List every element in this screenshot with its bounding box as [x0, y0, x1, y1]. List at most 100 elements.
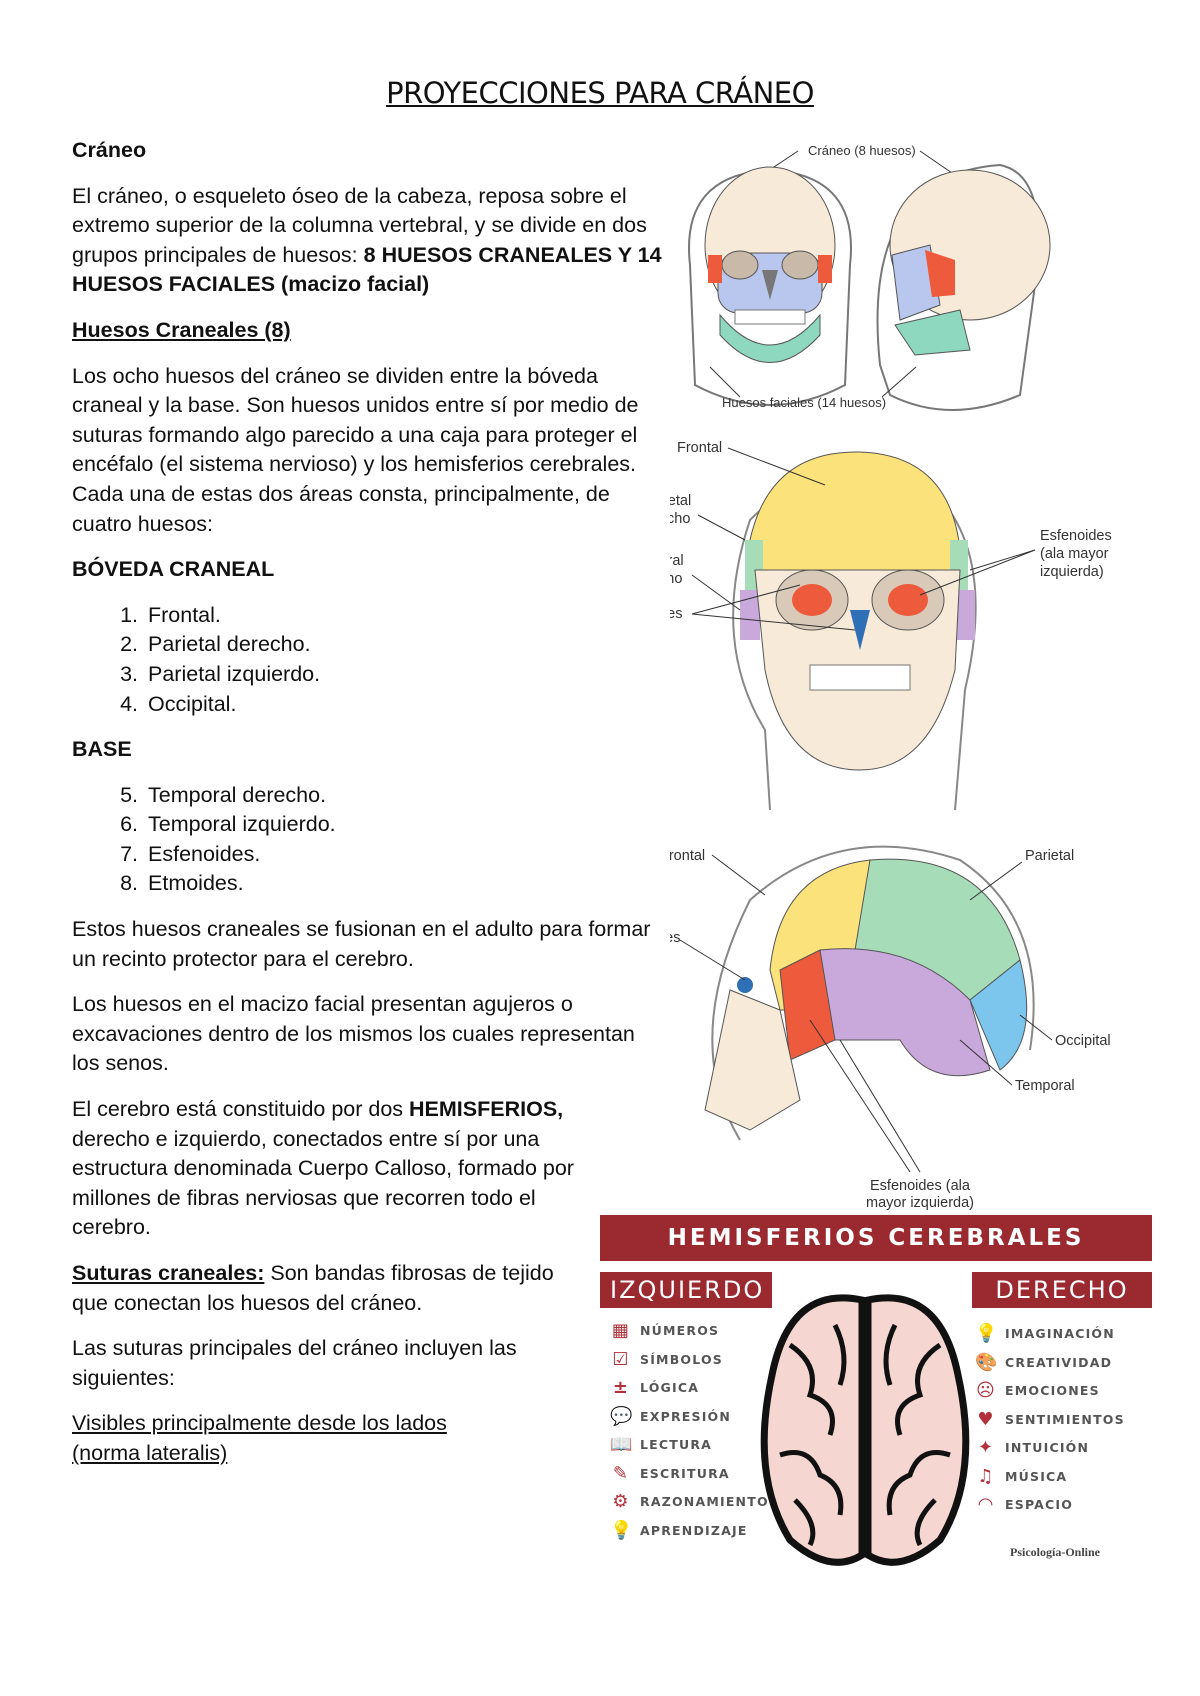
sad-face-icon: ☹ [976, 1380, 996, 1401]
rainbow-icon: ◠ [978, 1494, 994, 1515]
list-item: Occipital. [144, 690, 662, 720]
hemisphere-item: 🎨 CREATIVIDAD [975, 1352, 1112, 1373]
leader-line [881, 366, 917, 398]
hemisphere-item-label: RAZONAMIENTO [640, 1494, 769, 1509]
leader-line [839, 1039, 921, 1173]
heading-boveda: BÓVEDA CRANEAL [72, 557, 275, 582]
paragraph-fusion: Estos huesos craneales se fusionan en el… [72, 917, 651, 971]
book-icon: 📖 [610, 1434, 634, 1455]
hemisphere-item: ± LÓGICA [610, 1377, 699, 1398]
leader-line [1019, 1014, 1053, 1041]
figure-skull-lateral-labeled: Frontal Parietal Etmoides Occipital Temp… [670, 845, 1111, 1210]
leader-line [969, 549, 1036, 571]
hemisphere-item-label: LECTURA [640, 1437, 713, 1452]
checkbox-icon: ☑ [612, 1348, 630, 1370]
label-derecho: DERECHO [972, 1272, 1152, 1308]
hemisphere-item: ♫ MÚSICA [975, 1466, 1067, 1487]
pen-icon: ✎ [612, 1462, 630, 1484]
leader-line [709, 366, 741, 398]
hemisphere-item-label: CREATIVIDAD [1005, 1354, 1113, 1370]
leader-line [959, 1039, 1013, 1086]
leader-line [919, 549, 1036, 596]
hemisphere-item: ♥SENTIMIENTOS [975, 1409, 1125, 1430]
section-heading-craneo: Cráneo [72, 138, 147, 162]
label-izquierdo: IZQUIERDO [600, 1272, 772, 1308]
hemisphere-item: ◠ ESPACIO [975, 1494, 1073, 1515]
list-item: Esfenoides. [144, 840, 662, 870]
suturas-text: Son bandas fibrosas de tejido que conect… [72, 1261, 554, 1315]
lightbulb-icon: 💡 [975, 1323, 999, 1344]
label-occipital: Occipital [1055, 1033, 1111, 1049]
leader-line [679, 939, 746, 981]
label-esfenoides: Esfenoides [1040, 528, 1112, 544]
list-item: Etmoides. [144, 869, 662, 899]
hemisphere-item-label: APRENDIZAJE [640, 1522, 748, 1538]
label-parietal-derecho: derecho [670, 511, 690, 527]
label-temporal: Temporal [1015, 1078, 1075, 1094]
palette-icon: 🎨 [975, 1351, 999, 1373]
figure-skull-frontal-labeled: Frontal Parietal derecho Temporal derech… [670, 440, 1112, 811]
music-note-icon: ♫ [977, 1465, 995, 1487]
list-item: Temporal izquierdo. [144, 810, 662, 840]
hemisphere-item: ✦ INTUICIÓN [975, 1437, 1089, 1458]
hemisphere-item-label: ESCRITURA [640, 1465, 730, 1481]
hemisphere-item-label: EXPRESIÓN [640, 1408, 732, 1424]
hemisphere-item: ⚙ RAZONAMIENTO [610, 1491, 769, 1512]
list-boveda: Frontal. Parietal derecho. Parietal izqu… [72, 601, 662, 719]
psicologia-online-logo: Psicología-Online [1010, 1545, 1100, 1559]
label-temporal-derecho: derecho [670, 571, 682, 587]
label-temporal: Temporal [670, 553, 684, 569]
list-item: Parietal derecho. [144, 630, 662, 660]
paragraph-intro: El cráneo, o esqueleto óseo de la cabeza… [72, 182, 662, 300]
head-gear-icon: ⚙ [612, 1491, 630, 1512]
math-symbols-icon: ± [612, 1377, 630, 1398]
stars-icon: ✦ [977, 1437, 995, 1458]
leader-line [711, 854, 766, 896]
page-title: PROYECCIONES PARA CRÁNEO [386, 76, 814, 110]
skull-front-illustration [732, 451, 977, 811]
hemisphere-item: 💬 EXPRESIÓN [610, 1406, 731, 1427]
brain-illustration [760, 1294, 970, 1566]
speech-bubbles-icon: 💬 [610, 1405, 634, 1427]
hemisphere-item-label: INTUICIÓN [1005, 1440, 1090, 1455]
section-heading-huesos-craneales: Huesos Craneales (8) [72, 317, 291, 342]
infographic-title: HEMISFERIOS CEREBRALES [600, 1215, 1152, 1261]
hemisphere-item-label: IMAGINACIÓN [1005, 1326, 1115, 1341]
label-parietal: Parietal [1025, 848, 1074, 864]
hemisphere-item: 📖 LECTURA [610, 1434, 712, 1455]
intro-text: El cráneo, o esqueleto óseo de la cabeza… [72, 183, 647, 267]
label-esfenoides-3: izquierda) [1040, 564, 1104, 580]
list-item: Temporal derecho. [144, 781, 662, 811]
skull-front-illustration [688, 166, 852, 406]
intro-bold: 8 HUESOS CRANEALES Y 14 HUESOS FACIALES … [72, 242, 662, 297]
hemisphere-item-label: LÓGICA [640, 1380, 700, 1395]
leader-line [691, 613, 856, 631]
label-etmoides: Etmoides [670, 606, 682, 622]
leader-line [727, 447, 826, 486]
label-huesos-faciales: Huesos faciales (14 huesos) [722, 395, 886, 410]
hemisphere-item-label: ESPACIO [1005, 1497, 1074, 1512]
hemisphere-item-label: MÚSICA [1005, 1468, 1068, 1484]
hemisphere-item-label: SÍMBOLOS [640, 1351, 723, 1367]
leader-line [691, 574, 741, 611]
hemisphere-item: ☑ SÍMBOLOS [610, 1349, 723, 1370]
suturas-label: Suturas craneales: [72, 1261, 265, 1285]
figure-skull-frontal-lateral: Cráneo (8 huesos) Huesos faciales (14 hu… [688, 143, 1051, 411]
label-frontal: Frontal [677, 440, 722, 456]
paragraph-suturas: Suturas craneales: Son bandas fibrosas d… [72, 1259, 577, 1318]
hemisphere-item: 💡APRENDIZAJE [610, 1520, 748, 1541]
cerebro-text-b: derecho e izquierdo, conectados entre sí… [72, 1126, 574, 1240]
label-esfenoides: Esfenoides (ala [870, 1178, 971, 1194]
leader-line [969, 861, 1023, 901]
leader-line [697, 514, 746, 541]
leader-line [691, 584, 801, 615]
text-column: Cráneo El cráneo, o esqueleto óseo de la… [72, 136, 662, 1485]
heart-icon: ♥ [977, 1408, 995, 1430]
label-craneo: Cráneo (8 huesos) [808, 143, 916, 158]
hemisphere-item-label: EMOCIONES [1005, 1383, 1100, 1398]
leader-line [809, 1019, 911, 1173]
infographic-hemisferios: HEMISFERIOS CEREBRALES IZQUIERDO DERECHO… [600, 1215, 1152, 1575]
paragraph-cerebro: El cerebro está constituido por dos HEMI… [72, 1095, 577, 1243]
label-parietal: Parietal [670, 493, 691, 509]
